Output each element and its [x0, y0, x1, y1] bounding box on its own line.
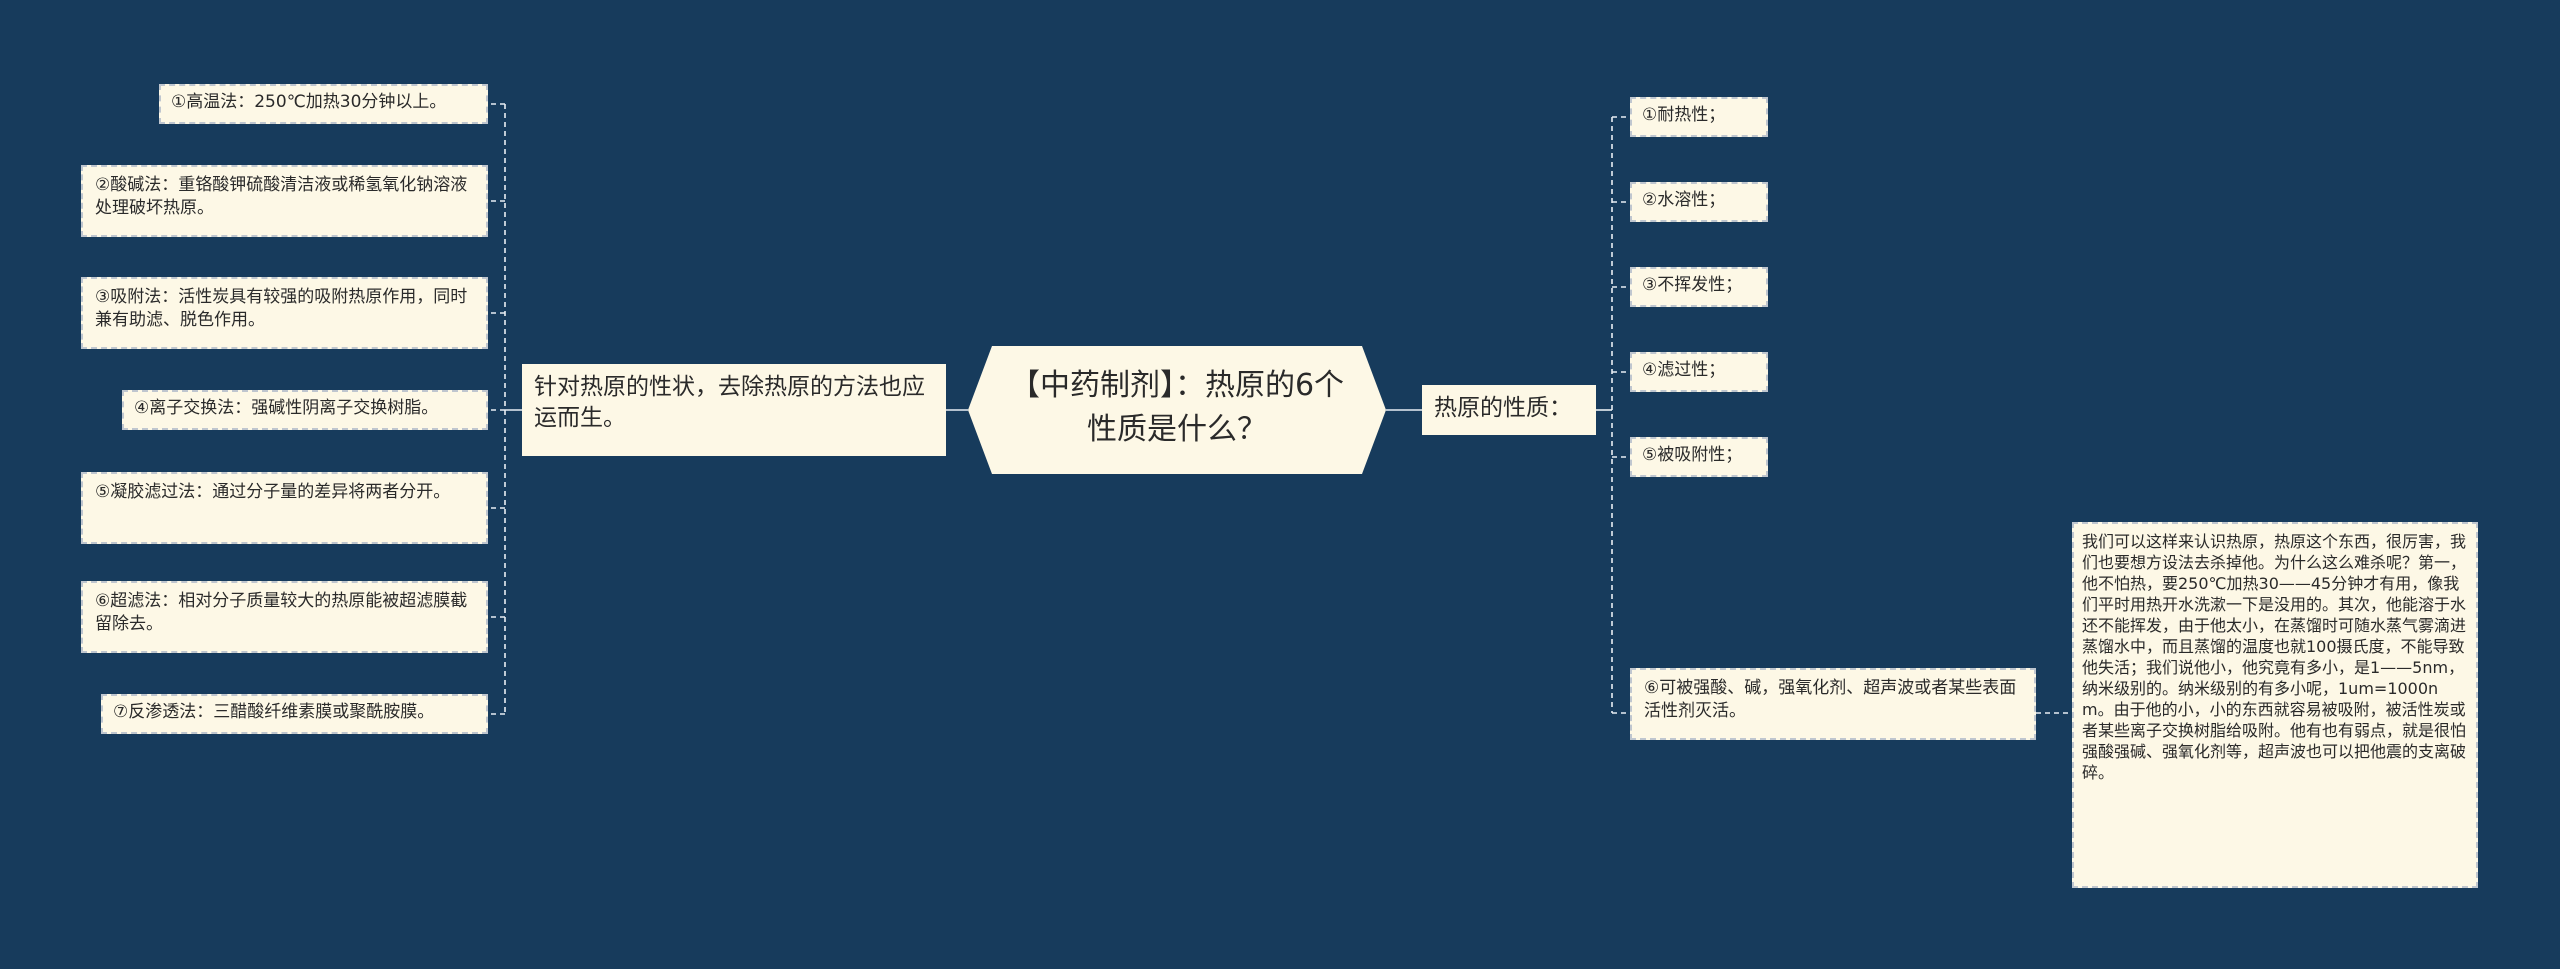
right-item-6[interactable]: ⑥可被强酸、碱，强氧化剂、超声波或者某些表面活性剂灭活。 — [1630, 668, 2036, 740]
right-item-1[interactable]: ①耐热性； — [1630, 97, 1768, 137]
right-item-4[interactable]: ④滤过性； — [1630, 352, 1768, 392]
branch-removal-methods[interactable]: 针对热原的性状，去除热原的方法也应运而生。 — [522, 364, 946, 456]
left-item-2[interactable]: ②酸碱法：重铬酸钾硫酸清洁液或稀氢氧化钠溶液处理破坏热原。 — [81, 165, 488, 237]
central-topic[interactable]: 【中药制剂】：热原的6个性质是什么？ — [968, 346, 1386, 474]
central-topic-title: 【中药制剂】：热原的6个性质是什么？ — [1009, 368, 1345, 447]
left-item-3[interactable]: ③吸附法：活性炭具有较强的吸附热原作用，同时兼有助滤、脱色作用。 — [81, 277, 488, 349]
right-item-3[interactable]: ③不挥发性； — [1630, 267, 1768, 307]
right-item-5[interactable]: ⑤被吸附性； — [1630, 437, 1768, 477]
central-topic-shape — [968, 346, 1386, 474]
note-explanation[interactable]: 我们可以这样来认识热原，热原这个东西，很厉害，我们也要想方设法去杀掉他。为什么这… — [2072, 522, 2478, 888]
left-item-4[interactable]: ④离子交换法：强碱性阴离子交换树脂。 — [122, 390, 488, 430]
left-item-1[interactable]: ①高温法：250℃加热30分钟以上。 — [159, 84, 488, 124]
left-item-6[interactable]: ⑥超滤法：相对分子质量较大的热原能被超滤膜截留除去。 — [81, 581, 488, 653]
branch-properties[interactable]: 热原的性质： — [1422, 385, 1596, 435]
left-item-5[interactable]: ⑤凝胶滤过法：通过分子量的差异将两者分开。 — [81, 472, 488, 544]
right-item-2[interactable]: ②水溶性； — [1630, 182, 1768, 222]
left-item-7[interactable]: ⑦反渗透法：三醋酸纤维素膜或聚酰胺膜。 — [101, 694, 488, 734]
